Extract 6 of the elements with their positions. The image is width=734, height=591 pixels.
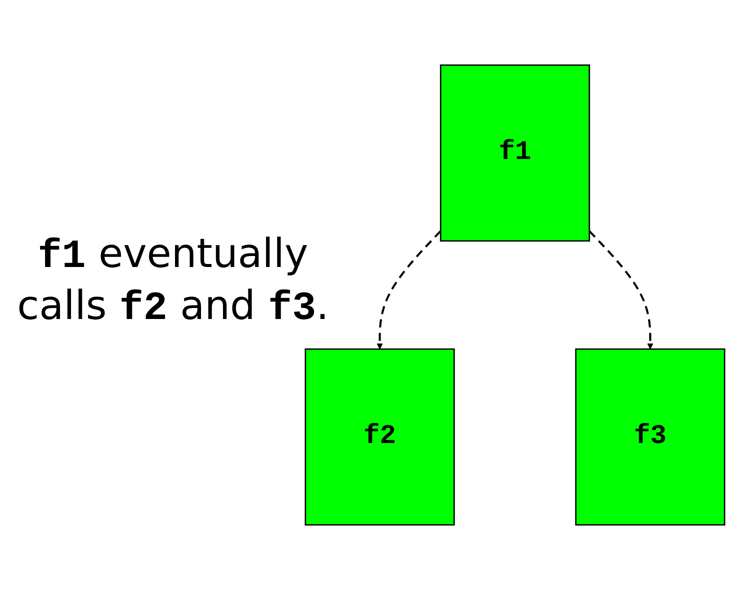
arrow xyxy=(376,230,442,350)
node-box: f2 xyxy=(304,348,455,526)
node-box: f3 xyxy=(575,348,726,526)
arrow xyxy=(588,230,654,350)
node-box: f1 xyxy=(440,64,590,242)
note-text: f1 eventually calls f2 and f3. xyxy=(16,230,330,334)
